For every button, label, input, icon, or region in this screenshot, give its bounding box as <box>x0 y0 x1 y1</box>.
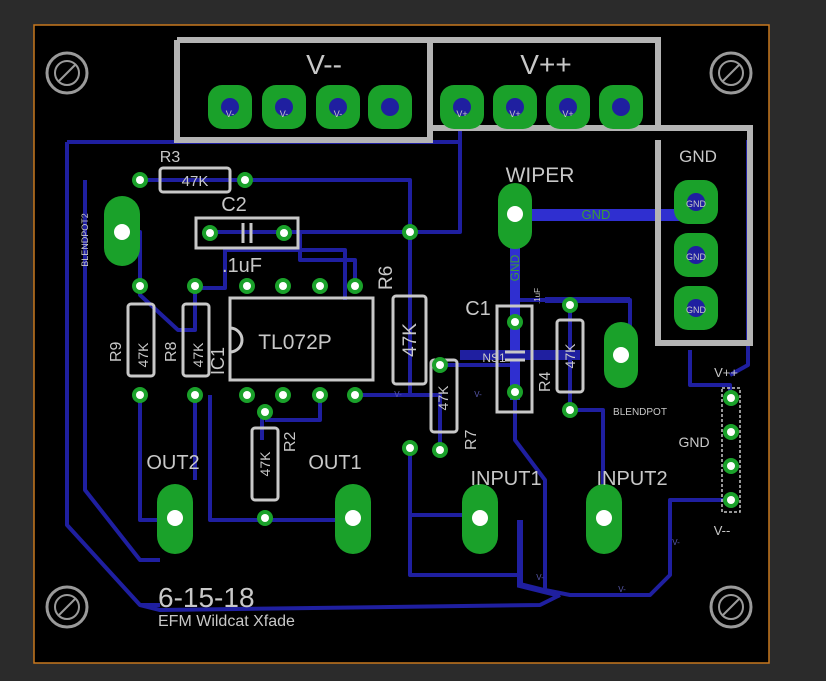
vminus-header[interactable]: V-- <box>208 49 412 129</box>
right-vplus-label: V++ <box>714 365 738 380</box>
ic1-value: TL072P <box>258 331 332 354</box>
pad[interactable] <box>440 85 484 129</box>
pad[interactable] <box>674 180 718 224</box>
pad-label: V- <box>280 109 289 119</box>
pad[interactable] <box>208 85 252 129</box>
net-label: V- <box>536 573 544 582</box>
r7-value: 47K <box>435 385 451 411</box>
capacitor-c2[interactable]: C2 .1uF <box>194 194 300 277</box>
input1-trace <box>517 520 561 598</box>
header-outlines <box>174 37 753 346</box>
r2-name: R2 <box>282 431 299 452</box>
blendpot2-pad[interactable]: BLENDPOT2 <box>80 196 140 267</box>
c2-name: C2 <box>221 194 247 216</box>
ic1-tl072p[interactable]: TL072P IC1 <box>208 278 375 403</box>
pad-label: GND <box>686 305 707 315</box>
gnd-trace-label: GND <box>582 207 611 222</box>
r6-name: R6 <box>376 266 397 290</box>
pad-label: V- <box>226 109 235 119</box>
out2-pad[interactable]: OUT2 <box>146 452 200 554</box>
resistor-r7[interactable]: R7 47K <box>429 357 480 458</box>
r4-name: R4 <box>537 371 554 392</box>
pad-label: GND <box>686 252 707 262</box>
pad[interactable] <box>316 85 360 129</box>
r7-name: R7 <box>463 429 480 450</box>
resistor-r9[interactable]: R9 47K <box>108 278 156 403</box>
c1-value: NS1 <box>482 351 506 365</box>
pad[interactable] <box>674 286 718 330</box>
resistor-r3[interactable]: R3 47K <box>132 149 253 194</box>
r9-value: 47K <box>135 342 151 368</box>
board-date: 6-15-18 <box>158 582 255 613</box>
vminus-header-label: V-- <box>306 49 342 80</box>
input2-label: INPUT2 <box>596 468 667 490</box>
out2-label: OUT2 <box>146 452 199 474</box>
mounting-hole-icon <box>45 585 89 629</box>
pad-label: V- <box>334 109 343 119</box>
r3-value: 47K <box>182 173 209 190</box>
blendpot-label: BLENDPOT <box>613 407 667 418</box>
pad[interactable] <box>674 233 718 277</box>
mounting-holes <box>45 51 753 629</box>
mounting-hole-icon <box>709 51 753 95</box>
board-outline <box>33 24 770 664</box>
pad-label: V+ <box>562 109 573 119</box>
r2-value: 47K <box>257 451 273 477</box>
out1-label: OUT1 <box>308 452 361 474</box>
pad-labels: V- V- V- V+ V+ V+ GND GND GND <box>226 109 707 315</box>
right-vminus-label: V-- <box>714 523 731 538</box>
board-product-name: EFM Wildcat Xfade <box>158 613 295 630</box>
c2-value: .1uF <box>222 255 262 277</box>
r6-value: 47K <box>400 323 421 357</box>
pad-label: V+ <box>509 109 520 119</box>
resistor-r2[interactable]: R2 47K <box>250 404 299 526</box>
resistor-r4[interactable]: R4 47K <box>537 297 585 418</box>
pad-label: V+ <box>456 109 467 119</box>
right-gnd-label: GND <box>678 434 709 450</box>
input1-pad[interactable]: INPUT1 <box>462 468 542 554</box>
blendpot2-label: BLENDPOT2 <box>80 213 90 267</box>
vplus-header-label: V++ <box>520 49 571 80</box>
pad[interactable] <box>368 85 412 129</box>
pad[interactable] <box>546 85 590 129</box>
input2-pad[interactable]: INPUT2 <box>586 468 668 554</box>
gnd-header-label: GND <box>679 147 717 166</box>
r4-value: 47K <box>562 343 578 369</box>
gnd-header[interactable]: GND <box>674 147 718 330</box>
c1-name: C1 <box>465 298 491 320</box>
net-label: V- <box>618 585 626 594</box>
net-label: V- <box>394 390 402 399</box>
ic1-name: IC1 <box>208 347 228 375</box>
resistor-r8[interactable]: R8 47K <box>163 278 211 403</box>
capacitor-c1[interactable]: C1 NS1 .1uF <box>465 288 542 414</box>
gnd-vertical-label: GND <box>508 254 522 281</box>
pad-label: GND <box>686 199 707 209</box>
wiper-label: WIPER <box>506 164 575 187</box>
pad[interactable] <box>599 85 643 129</box>
vplus-header[interactable]: V++ <box>440 49 643 129</box>
power-connector[interactable]: V++ GND V-- <box>678 365 741 538</box>
pad[interactable] <box>493 85 537 129</box>
c1-small-value: .1uF <box>533 288 542 304</box>
mounting-hole-icon <box>709 585 753 629</box>
net-label: V- <box>474 390 482 399</box>
net-label: V- <box>672 538 680 547</box>
pad[interactable] <box>262 85 306 129</box>
resistor-r6[interactable]: R6 47K <box>376 224 428 456</box>
out1-pad[interactable]: OUT1 <box>308 452 371 554</box>
r9-name: R9 <box>108 341 125 362</box>
blendpot-pad[interactable]: BLENDPOT <box>604 322 667 418</box>
input1-label: INPUT1 <box>470 468 541 490</box>
wiper-pad[interactable]: WIPER <box>498 164 574 249</box>
net-labels: V- V- V- V- V- <box>394 390 680 594</box>
r8-value: 47K <box>190 342 206 368</box>
mounting-hole-icon <box>45 51 89 95</box>
r8-name: R8 <box>163 341 180 362</box>
r3-name: R3 <box>160 149 181 166</box>
